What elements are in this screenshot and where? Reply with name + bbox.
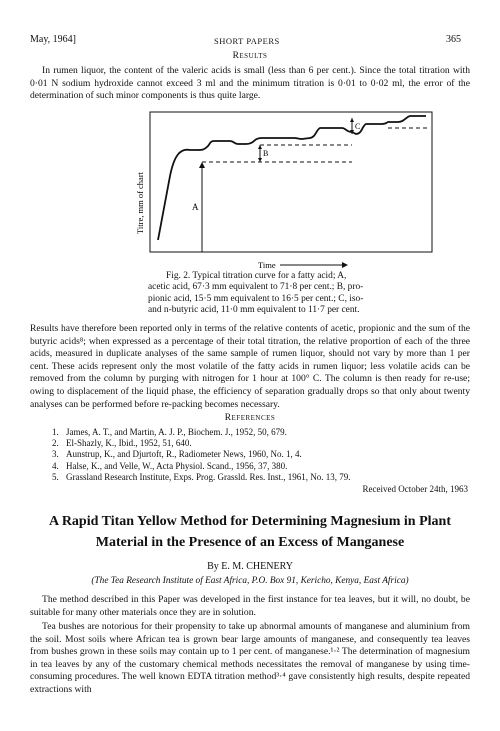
reference-text: Aunstrup, K., and Djurtoft, R., Radiomet…	[66, 449, 302, 460]
arrow-b-head-bottom	[258, 158, 262, 162]
caption-line: pionic acid, 15·5 mm equivalent to 16·5 …	[148, 293, 364, 304]
titration-curve	[157, 115, 426, 241]
header-section: SHORT PAPERS	[214, 36, 280, 46]
references-heading: References	[224, 413, 276, 423]
label-c: C	[355, 122, 360, 131]
article-byline: By E. M. CHENERY	[207, 561, 293, 572]
reference-num: 2.	[52, 438, 59, 449]
header-page-number: 365	[446, 34, 461, 45]
reference-num: 5.	[52, 471, 59, 482]
label-b: B	[263, 149, 268, 158]
caption-line: Fig. 2. Typical titration curve for a fa…	[166, 271, 347, 281]
arrow-a-head	[199, 162, 205, 168]
article-paragraph-1: The method described in this Paper was d…	[30, 594, 470, 618]
article-paragraph-2: Tea bushes are notorious for their prope…	[30, 621, 470, 695]
results-paragraph: In rumen liquor, the content of the vale…	[30, 65, 470, 102]
figure-caption: Fig. 2. Typical titration curve for a fa…	[146, 271, 466, 317]
results-heading: Results	[232, 51, 268, 61]
reference-item: 2. El-Shazly, K., Ibid., 1952, 51, 640.	[52, 438, 462, 449]
caption-line: acetic acid, 67·3 mm equivalent to 71·8 …	[148, 282, 364, 293]
reference-item: 1. James, A. T., and Martin, A. J. P., Bi…	[52, 427, 462, 438]
figure-frame	[149, 111, 433, 253]
reference-item: 4. Halse, K., and Velle, W., Acta Physiol…	[52, 461, 462, 472]
results-paragraph-2: Results have therefore been reported onl…	[30, 323, 470, 410]
reference-item: 3. Aunstrup, K., and Djurtoft, R., Radiom…	[52, 449, 462, 460]
titration-figure: A B C Titre, mm of chart Time	[135, 111, 433, 270]
caption-line: and n-butyric acid, 11·0 mm equivalent t…	[148, 305, 360, 316]
reference-item: 5. Grassland Research Institute, Exps. Pr…	[52, 472, 462, 483]
time-arrow-head	[342, 262, 348, 268]
arrow-c-head-bottom	[350, 130, 354, 134]
label-a: A	[192, 202, 199, 212]
figure-ylabel: Titre, mm of chart	[135, 171, 145, 234]
reference-num: 4.	[52, 460, 59, 471]
received-date: Received October 24th, 1963	[362, 484, 468, 494]
article-title-line1: A Rapid Titan Yellow Method for Determin…	[48, 514, 451, 529]
reference-text: Grassland Research Institute, Exps. Prog…	[66, 471, 351, 482]
reference-num: 1.	[52, 427, 59, 437]
reference-num: 3.	[52, 449, 59, 460]
article-title-line2: Material in the Presence of an Excess of…	[95, 535, 405, 550]
references-list: 1. James, A. T., and Martin, A. J. P., Bi…	[52, 427, 462, 483]
reference-text: James, A. T., and Martin, A. J. P., Bioc…	[66, 427, 287, 437]
header-date: May, 1964]	[30, 34, 77, 45]
arrow-c-head-top	[350, 118, 354, 122]
arrow-b-head-top	[258, 145, 262, 149]
reference-text: Halse, K., and Velle, W., Acta Physiol. …	[66, 460, 288, 471]
figure-xlabel: Time	[258, 260, 276, 270]
article-affiliation: (The Tea Research Institute of East Afri…	[91, 576, 409, 586]
reference-text: El-Shazly, K., Ibid., 1952, 51, 640.	[66, 438, 192, 449]
